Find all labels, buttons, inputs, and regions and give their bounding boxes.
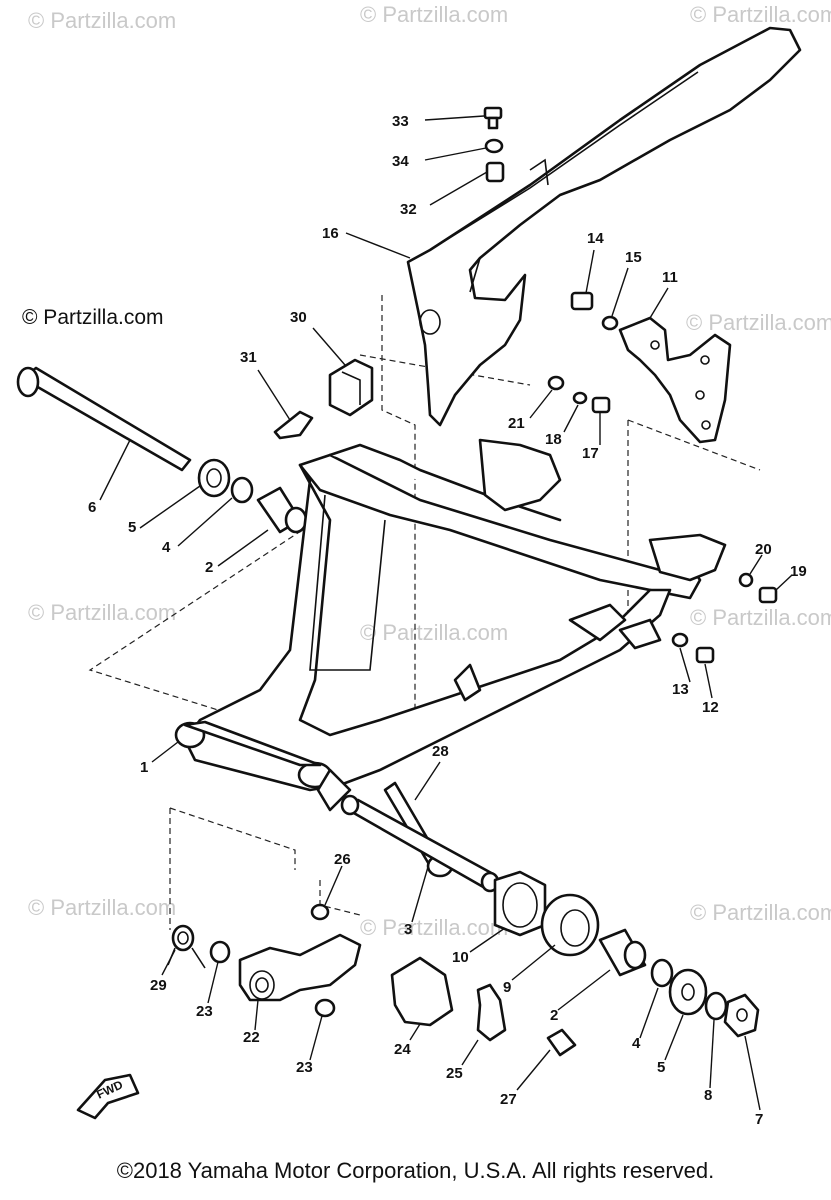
callout-24: 24 bbox=[394, 1041, 411, 1058]
arm-22 bbox=[238, 933, 362, 1002]
bolt-17 bbox=[591, 396, 611, 414]
callout-5-upper: 5 bbox=[128, 519, 136, 536]
callout-10: 10 bbox=[452, 949, 469, 966]
watermark: © Partzilla.com bbox=[690, 2, 831, 27]
collar-32 bbox=[485, 161, 505, 183]
callout-2-lower: 2 bbox=[550, 1007, 558, 1024]
seal-9 bbox=[540, 893, 600, 957]
callout-26: 26 bbox=[334, 851, 351, 868]
watermark: © Partzilla.com bbox=[686, 310, 831, 335]
callout-19: 19 bbox=[790, 563, 807, 580]
copyright-footer: ©2018 Yamaha Motor Corporation, U.S.A. A… bbox=[116, 1158, 715, 1183]
callout-12: 12 bbox=[702, 699, 719, 716]
callout-22: 22 bbox=[243, 1029, 260, 1046]
bolt-19 bbox=[758, 586, 778, 604]
watermark: © Partzilla.com bbox=[690, 605, 831, 630]
chain-case-16 bbox=[406, 26, 802, 427]
bracket-25 bbox=[476, 983, 507, 1042]
washer-4-lower bbox=[650, 958, 674, 988]
nut-26 bbox=[310, 903, 330, 921]
collar-23-upper bbox=[209, 940, 231, 964]
watermark: © Partzilla.com bbox=[690, 900, 831, 925]
shaft-3 bbox=[340, 794, 500, 893]
seal-10 bbox=[493, 870, 547, 937]
callout-2-upper: 2 bbox=[205, 559, 213, 576]
watermark: © Partzilla.com bbox=[360, 915, 508, 940]
swingarm-1 bbox=[174, 438, 727, 812]
bolt-33 bbox=[483, 106, 503, 130]
callout-20: 20 bbox=[755, 541, 772, 558]
callout-1: 1 bbox=[140, 759, 148, 776]
washer-8 bbox=[704, 991, 728, 1021]
pivot-shaft-6 bbox=[16, 366, 192, 472]
bush-2-lower bbox=[598, 928, 647, 977]
callout-14: 14 bbox=[587, 230, 604, 247]
spring-29 bbox=[167, 924, 206, 969]
callout-11: 11 bbox=[662, 269, 678, 286]
pad-24 bbox=[390, 956, 454, 1027]
callout-13: 13 bbox=[672, 681, 689, 698]
bolt-12 bbox=[695, 646, 715, 664]
bearing-5 bbox=[197, 458, 231, 498]
bearing-5-lower bbox=[668, 968, 708, 1016]
fwd-arrow-icon: FWD bbox=[76, 1073, 140, 1120]
washer-13 bbox=[671, 632, 689, 648]
callout-29: 29 bbox=[150, 977, 167, 994]
partzilla-watermark: © Partzilla.com bbox=[22, 306, 164, 329]
watermark: © Partzilla.com bbox=[360, 620, 508, 645]
callout-15: 15 bbox=[625, 249, 642, 266]
callout-8: 8 bbox=[704, 1087, 712, 1104]
callout-30: 30 bbox=[290, 309, 307, 326]
collar-23-lower bbox=[314, 998, 336, 1018]
callout-4-lower: 4 bbox=[632, 1035, 641, 1052]
damper-30 bbox=[328, 358, 374, 417]
callout-27: 27 bbox=[500, 1091, 517, 1108]
callout-17: 17 bbox=[582, 445, 599, 462]
callout-3: 3 bbox=[404, 921, 412, 938]
callout-33: 33 bbox=[392, 113, 409, 130]
leader-lines bbox=[99, 115, 793, 1111]
callout-6: 6 bbox=[88, 499, 96, 516]
callout-18: 18 bbox=[545, 431, 562, 448]
callout-5-lower: 5 bbox=[657, 1059, 665, 1076]
watermark: © Partzilla.com bbox=[28, 600, 176, 625]
callout-4-upper: 4 bbox=[162, 539, 171, 556]
bolt-14 bbox=[570, 291, 594, 311]
callout-34: 34 bbox=[392, 153, 409, 170]
bracket-11 bbox=[618, 316, 732, 444]
callouts: 33 34 32 16 14 15 11 30 31 21 18 17 6 5 … bbox=[88, 113, 807, 1128]
nut-34 bbox=[484, 138, 504, 154]
callout-32: 32 bbox=[400, 201, 417, 218]
bolt-27 bbox=[546, 1028, 577, 1057]
watermark-layer: © Partzilla.com © Partzilla.com © Partzi… bbox=[28, 2, 831, 940]
bush-2 bbox=[256, 486, 308, 534]
washer-21 bbox=[547, 375, 565, 391]
callout-16: 16 bbox=[322, 225, 339, 242]
washer-18 bbox=[572, 391, 588, 405]
callout-28: 28 bbox=[432, 743, 449, 760]
watermark: © Partzilla.com bbox=[28, 895, 176, 920]
watermark: © Partzilla.com bbox=[28, 8, 176, 33]
callout-25: 25 bbox=[446, 1065, 463, 1082]
callout-7: 7 bbox=[755, 1111, 763, 1128]
callout-21: 21 bbox=[508, 415, 525, 432]
callout-31: 31 bbox=[240, 349, 257, 366]
callout-23-upper: 23 bbox=[196, 1003, 213, 1020]
washer-20 bbox=[738, 572, 754, 588]
watermark: © Partzilla.com bbox=[360, 2, 508, 27]
washer-4 bbox=[230, 476, 254, 504]
callout-23-lower: 23 bbox=[296, 1059, 313, 1076]
washer-15 bbox=[601, 315, 619, 331]
plate-31 bbox=[273, 410, 314, 440]
callout-9: 9 bbox=[503, 979, 511, 996]
nut-7 bbox=[723, 993, 760, 1038]
